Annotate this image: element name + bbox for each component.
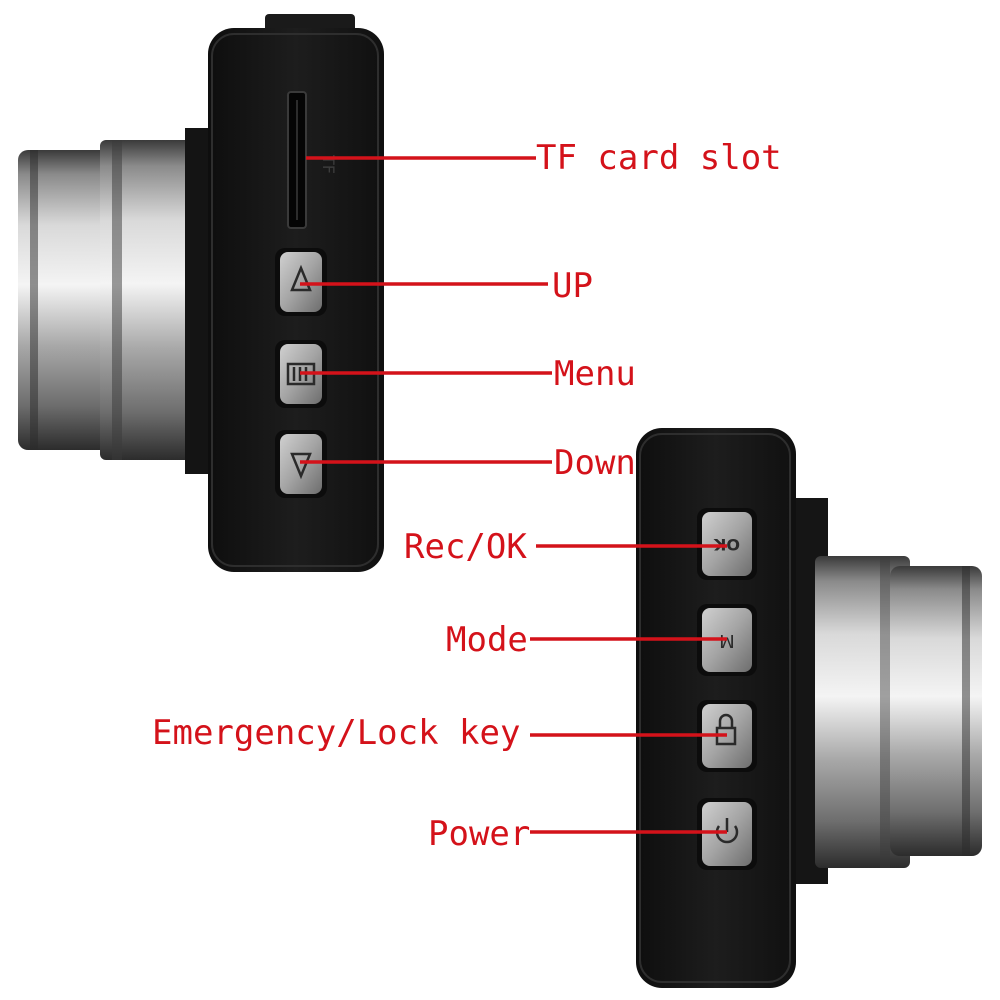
label-power: Power bbox=[428, 814, 531, 854]
bottom-lens-barrel bbox=[778, 498, 982, 884]
power-button[interactable] bbox=[697, 798, 757, 870]
top-dashcam: TF bbox=[18, 14, 384, 572]
label-rec-ok: Rec/OK bbox=[404, 527, 527, 567]
callout-lines bbox=[300, 156, 727, 834]
label-emergency-lock: Emergency/Lock key bbox=[152, 713, 521, 753]
top-lens-barrel bbox=[18, 128, 225, 474]
label-menu: Menu bbox=[554, 354, 636, 394]
up-arrow-icon bbox=[290, 264, 312, 292]
label-mode: Mode bbox=[446, 620, 528, 660]
label-up: UP bbox=[552, 266, 593, 306]
rec-ok-button[interactable]: OK bbox=[697, 508, 757, 580]
down-arrow-icon bbox=[290, 452, 312, 480]
bottom-dashcam: OK M bbox=[636, 428, 982, 988]
up-button[interactable] bbox=[275, 248, 327, 316]
label-tf-card-slot: TF card slot bbox=[536, 138, 782, 178]
label-down: Down bbox=[554, 443, 636, 483]
down-button[interactable] bbox=[275, 430, 327, 498]
